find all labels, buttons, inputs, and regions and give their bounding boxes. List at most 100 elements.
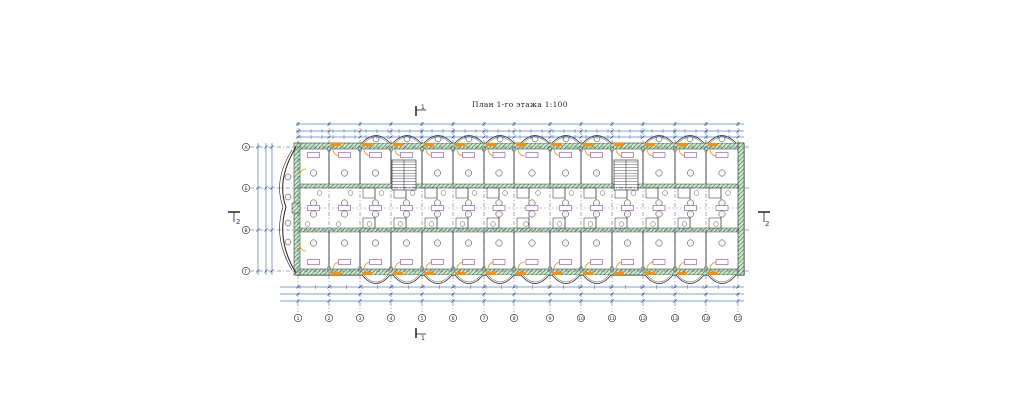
dimension-tick [736,292,740,296]
fixture-basin [718,199,726,207]
fixture-basin [495,169,503,177]
fixture-basin [341,199,348,207]
fixture-wc [535,190,541,196]
window-opening [393,272,403,275]
axis-bubble [449,314,457,322]
bathroom-block [552,187,566,199]
column-axis-marker: 14 [702,314,710,322]
fixture-basin [495,239,503,247]
room-tag [559,152,572,158]
bathroom-block [583,187,597,199]
fixture-basin [687,210,694,218]
fixture-wc [693,190,700,196]
fixture-basin [310,239,317,247]
column-axis-marker: 12 [639,314,647,322]
axis-bubble [546,314,554,322]
dimension-tick [270,145,274,149]
axis-bubble [510,314,518,322]
fixture-basin [593,199,600,207]
dimension-tick [482,299,486,303]
bathroom-block [424,187,438,199]
bay-fixture [718,135,726,143]
dimension-tick [389,299,393,303]
bay-window-bottom-inner [677,274,703,283]
dimension-tick [482,122,486,126]
column-axis-marker: 8 [510,314,518,322]
dimension-tick [579,129,583,133]
dimension-tick [451,285,455,289]
room-tag [338,152,351,158]
fixture-basin [341,239,348,247]
room-tag [715,152,729,158]
fixture-basin [495,199,503,207]
fixture-wc [316,190,323,196]
dimension-tick [482,129,486,133]
window-opening [645,143,655,146]
fixture-wc [378,190,385,196]
dimension-tick [641,129,645,133]
window-opening [516,143,526,146]
bay-window-bottom [485,274,515,284]
room-tag [621,152,634,158]
dimension-tick [704,299,708,303]
room-tag [525,205,539,211]
axis-label: Г [245,269,248,275]
dimension-tick [264,269,268,273]
fixture-basin [655,239,663,247]
fixture-basin [403,199,410,207]
room-tag [684,152,697,158]
dimension-tick [327,135,331,139]
dimension-tick [641,292,645,296]
dimension-tick [641,299,645,303]
fixture-basin [562,169,569,177]
room-tag [590,152,603,158]
axis-label: 11 [609,316,615,322]
dimension-tick [296,292,300,296]
dimension-tick [482,135,486,139]
room-tag [462,205,475,211]
room-tag [338,205,351,211]
axis-label: 2 [328,316,331,322]
fixture-basin [495,210,503,218]
dimension-tick [610,129,614,133]
dimension-tick [389,292,393,296]
fixture-wc [490,221,496,227]
dimension-tick [270,186,274,190]
fixture-wc [725,190,731,196]
axis-label: 5 [421,316,424,322]
fixture-basin [687,199,694,207]
dimension-tick [673,299,677,303]
axis-bubble [702,314,710,322]
fixture-wc [523,221,529,227]
fixture-wc [335,221,342,227]
room-tag [715,205,729,211]
dimension-tick [327,129,331,133]
room-tag [684,205,697,211]
bay-window-bottom [707,274,737,284]
dimension-tick [736,129,740,133]
dimension-tick [610,292,614,296]
window-opening [393,143,403,146]
dimension-lines [256,122,744,303]
column-axis-marker: 11 [608,314,616,322]
fixture-wc [471,190,478,196]
fixture-basin [434,199,441,207]
dimension-tick [264,145,268,149]
bathroom-block [516,187,530,199]
bathroom-block [645,187,659,199]
window-opening [552,272,562,275]
room-tag [369,205,382,211]
fixture-wc [502,190,508,196]
bay-window-bottom-inner [487,274,513,283]
window-opening [583,272,593,275]
fixture-wc [556,221,563,227]
fixture-basin [562,239,569,247]
building-outline [293,142,745,276]
dimension-tick [704,285,708,289]
fixture-basin [310,210,317,218]
bay-window-bottom [675,274,705,284]
window-opening [614,272,624,275]
fixture-basin [465,210,472,218]
bay-window-bottom-inner [709,274,735,283]
fixture-basin [465,199,472,207]
